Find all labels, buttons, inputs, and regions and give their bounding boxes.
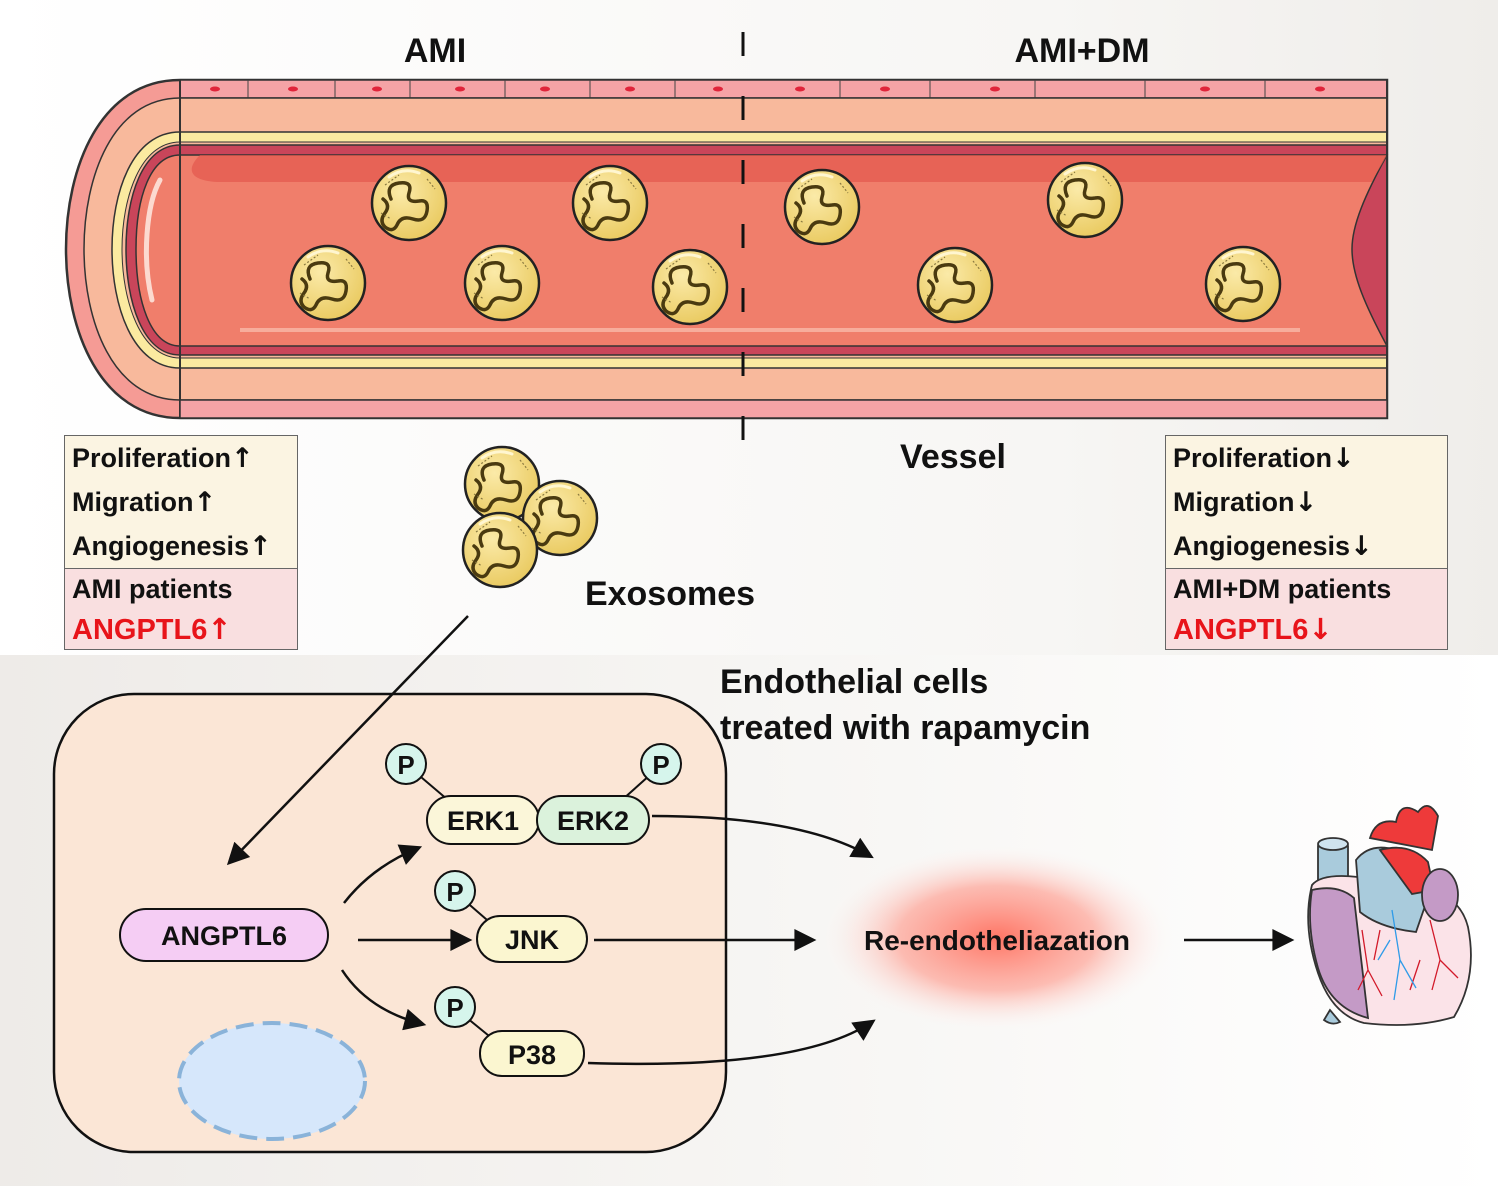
nucleus-icon <box>177 1021 367 1141</box>
blood-vessel <box>64 78 1389 420</box>
heart-icon <box>1307 805 1472 1026</box>
up-arrow-icon: ↑ <box>193 487 217 518</box>
vessel-label: Vessel <box>900 438 1006 476</box>
cell-title-line1: Endothelial cells <box>720 663 988 701</box>
down-arrow-icon: ↓ <box>1294 487 1318 518</box>
marker-row: ANGPTL6↑ <box>65 609 297 649</box>
exosome-icon <box>370 164 448 242</box>
phospho-label: P <box>397 750 414 780</box>
phenotype-row: Proliferation↑ <box>65 436 297 480</box>
marker-row: ANGPTL6↓ <box>1166 609 1447 649</box>
phospho-icon <box>434 870 476 912</box>
phenotype-row: Angiogenesis↑ <box>65 524 297 568</box>
ami-phenotype-box: Proliferation↑ Migration↑ Angiogenesis↑ … <box>64 435 298 650</box>
signaling-arrows <box>340 814 1295 1066</box>
phenotype-label: Proliferation <box>1173 443 1333 473</box>
erk1-label: ERK1 <box>447 806 519 836</box>
up-arrow-icon: ↑ <box>207 612 232 646</box>
phenotype-row: Migration↓ <box>1166 480 1447 524</box>
up-arrow-icon: ↑ <box>249 531 272 562</box>
phospho-label: P <box>446 877 463 907</box>
marker-label: ANGPTL6 <box>72 614 208 646</box>
exosome-icon <box>1046 161 1124 239</box>
down-arrow-icon: ↓ <box>1332 443 1355 474</box>
patients-label: AMI+DM patients <box>1173 574 1392 604</box>
exosome-icon <box>463 244 541 322</box>
angptl6-node <box>119 908 329 962</box>
phenotype-row: Migration↑ <box>65 480 297 524</box>
cell-title-line2: treated with rapamycin <box>720 709 1090 747</box>
patients-section: AMI+DM patients ANGPTL6↓ <box>1166 568 1447 649</box>
down-arrow-icon: ↓ <box>1350 531 1373 562</box>
up-arrow-icon: ↑ <box>231 443 254 474</box>
exosome-icon <box>571 164 649 242</box>
group-title-ami-dm: AMI+DM <box>1014 32 1149 70</box>
exosomes-label: Exosomes <box>585 575 755 613</box>
exosome-icon <box>461 511 539 589</box>
p38-node <box>479 1030 585 1077</box>
phospho-icon <box>385 743 427 785</box>
phospho-icon <box>640 743 682 785</box>
phenotype-label: Angiogenesis <box>1173 531 1351 561</box>
angptl6-node-label: ANGPTL6 <box>161 921 287 951</box>
phenotype-label: Migration <box>72 487 194 517</box>
exosome-icon <box>1204 245 1282 323</box>
patients-label: AMI patients <box>72 574 233 604</box>
erk2-node <box>536 795 650 845</box>
exosome-icon <box>289 244 367 322</box>
phenotype-label: Migration <box>1173 487 1295 517</box>
phenotype-row: Proliferation↓ <box>1166 436 1447 480</box>
exosome-icon <box>783 168 861 246</box>
ami-dm-phenotype-box: Proliferation↓ Migration↓ Angiogenesis↓ … <box>1165 435 1448 650</box>
uptake-arrow <box>226 615 469 866</box>
p38-label: P38 <box>508 1040 556 1070</box>
jnk-node <box>476 915 588 963</box>
exosome-icon <box>916 246 994 324</box>
phenotype-row: Angiogenesis↓ <box>1166 524 1447 568</box>
outcome-label: Re-endotheliazation <box>864 925 1130 956</box>
phospho-icon <box>434 986 476 1028</box>
phospho-label: P <box>652 750 669 780</box>
patients-section: AMI patients ANGPTL6↑ <box>65 568 297 649</box>
phenotype-label: Angiogenesis <box>72 531 250 561</box>
down-arrow-icon: ↓ <box>1308 612 1333 646</box>
phenotype-label: Proliferation <box>72 443 232 473</box>
marker-label: ANGPTL6 <box>1173 614 1309 646</box>
exosome-icon <box>651 248 729 326</box>
glow-effect <box>817 843 1177 1033</box>
jnk-label: JNK <box>505 925 560 955</box>
group-title-ami: AMI <box>404 32 466 70</box>
phospho-label: P <box>446 993 463 1023</box>
erk2-label: ERK2 <box>557 806 629 836</box>
